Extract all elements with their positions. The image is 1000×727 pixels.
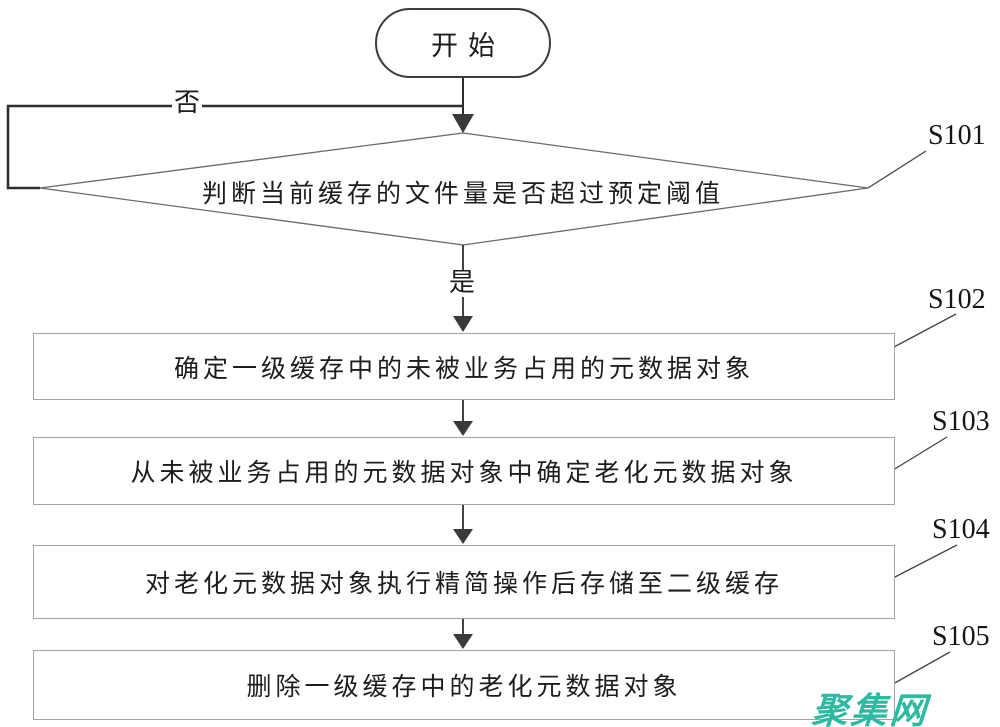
no-branch-label: 否 [172,88,203,118]
start-node-label: 开始 [431,30,505,62]
start-node: 开始 [375,8,551,78]
step-text-s102: 确定一级缓存中的未被业务占用的元数据对象 [173,353,754,383]
step-text-s103: 从未被业务占用的元数据对象中确定老化元数据对象 [130,458,798,487]
step-id-s101: S101 [928,120,986,151]
step-box-s104: 对老化元数据对象执行精简操作后存储至二级缓存 [33,545,895,619]
leader-s104 [892,544,958,579]
step-box-s105: 删除一级缓存中的老化元数据对象 [33,650,895,720]
yes-branch-label: 是 [447,268,478,298]
leader-s105 [892,651,951,685]
watermark: 聚集网 [810,691,931,727]
arrowhead-into-s103 [453,421,473,436]
leader-s103 [892,436,948,471]
arrowhead-into-s104 [453,529,473,544]
step-text-s104: 对老化元数据对象执行精简操作后存储至二级缓存 [144,569,783,598]
step-text-s105: 删除一级缓存中的老化元数据对象 [246,672,682,701]
step-box-s103: 从未被业务占用的元数据对象中确定老化元数据对象 [33,437,895,505]
no-branch-line [6,104,463,190]
step-box-s102: 确定一级缓存中的未被业务占用的元数据对象 [33,333,895,400]
leader-s102 [893,313,957,348]
step-id-s105: S105 [932,621,990,652]
leader-s101 [867,150,927,189]
decision-text: 判断当前缓存的文件量是否超过预定阈值 [201,179,724,208]
arrowhead-into-decision [452,114,474,133]
arrowhead-into-s105 [453,634,473,649]
step-id-s102: S102 [928,284,986,315]
step-id-s104: S104 [932,514,990,545]
step-id-s103: S103 [932,406,990,437]
arrowhead-into-s102 [453,316,473,332]
